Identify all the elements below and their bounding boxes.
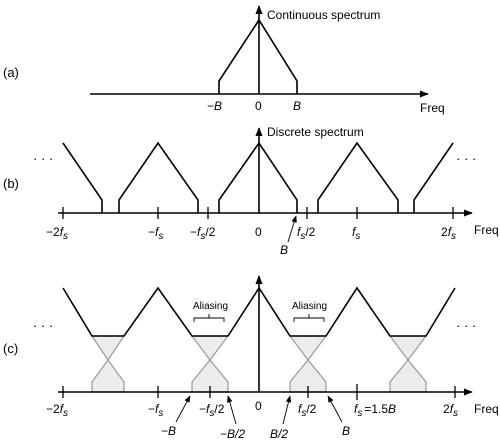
panel-b-title: Discrete spectrum — [267, 125, 364, 139]
panel-a-label: (a) — [3, 65, 19, 80]
panel-b-axis-label: Freq — [474, 223, 499, 237]
panel-b-replica-2fs — [413, 142, 454, 213]
panel-b-replica-neg-fs — [118, 141, 199, 213]
panel-c-overlap-upper-2 — [190, 335, 230, 361]
panel-a: (a) Continuous spectrum −B 0 B Freq — [3, 5, 445, 115]
panel-a-axis-label: Freq — [420, 101, 445, 115]
panel-b-replica-fs — [317, 141, 399, 213]
panel-b-pointer-b-arrow — [287, 215, 297, 243]
panel-c-overlap-upper-1 — [90, 335, 126, 362]
panel-c-tick-zero: 0 — [255, 399, 262, 413]
panel-b-ellipsis-right: · · · — [456, 151, 476, 166]
panel-c-aliasing-bracket-right — [293, 314, 325, 322]
panel-c-pointer-neg-b-half-arrow — [227, 395, 237, 425]
panel-b-tick-fs-half: fs/2 — [297, 225, 316, 242]
panel-b-tick-zero: 0 — [255, 225, 262, 239]
panel-a-tick-b: B — [293, 99, 301, 113]
panel-c-tick-neg-fs: −fs — [148, 402, 163, 419]
panel-c-pointer-neg-b-half: −B/2 — [220, 427, 245, 441]
panel-b: (b) Discrete spectrum · · · · · · −2fs −… — [3, 125, 499, 257]
panel-c-aliasing-bracket-left — [193, 314, 225, 322]
panel-a-spectrum — [218, 18, 298, 94]
panel-c-pointer-b-half: B/2 — [270, 427, 288, 441]
panel-c-aliasing-left: Aliasing — [193, 301, 228, 312]
panel-a-tick-zero: 0 — [255, 99, 262, 113]
panel-c-pointer-b-arrow — [327, 395, 343, 423]
panel-c-pointer-neg-b-arrow — [175, 395, 191, 423]
panel-c-fs-equals-label: fs=1.5B — [354, 402, 396, 419]
panel-c-overlap-upper-3 — [288, 335, 328, 361]
panel-c-aliasing-right: Aliasing — [292, 301, 327, 312]
panel-c-overlap-lower-1 — [91, 358, 125, 393]
panel-c-axis-label: Freq — [474, 402, 499, 416]
panel-c-pointer-b: B — [342, 424, 350, 438]
panel-a-tick-neg-b: −B — [207, 99, 222, 113]
panel-b-replica-zero — [218, 141, 298, 213]
panel-c-aliased-spectrum — [62, 286, 456, 337]
panel-c-overlap-upper-4 — [388, 335, 428, 361]
panel-c-tick-neg-2fs: −2fs — [46, 402, 68, 419]
panel-b-pointer-b: B — [280, 243, 288, 257]
panel-c-pointer-b-half-arrow — [282, 395, 292, 425]
panel-b-replica-neg-2fs — [62, 142, 103, 213]
panel-b-label: (b) — [3, 176, 19, 191]
panel-b-ellipsis-left: · · · — [33, 151, 53, 166]
panel-b-tick-neg-fs: −fs — [148, 225, 163, 242]
panel-c-tick-2fs: 2fs — [443, 402, 458, 419]
panel-c-pointer-neg-b: −B — [161, 424, 176, 438]
panel-c-ellipsis-left: · · · — [33, 318, 53, 333]
panel-c-overlap-lower-4 — [389, 359, 427, 393]
panel-c-tick-neg-fs-half: −fs/2 — [199, 402, 225, 419]
panel-b-tick-2fs: 2fs — [441, 225, 456, 242]
panel-b-tick-fs: fs — [352, 225, 360, 242]
panel-c-label: (c) — [3, 341, 18, 356]
panel-b-tick-neg-2fs: −2fs — [46, 225, 68, 242]
panel-c: (c) · · · · · · Aliasing Aliasing −2fs −… — [3, 275, 499, 441]
panel-b-tick-neg-fs-half: −fs/2 — [190, 225, 216, 242]
panel-a-title: Continuous spectrum — [267, 8, 380, 22]
panel-c-ellipsis-right: · · · — [456, 318, 476, 333]
panel-c-tick-fs-half: fs/2 — [298, 402, 317, 419]
